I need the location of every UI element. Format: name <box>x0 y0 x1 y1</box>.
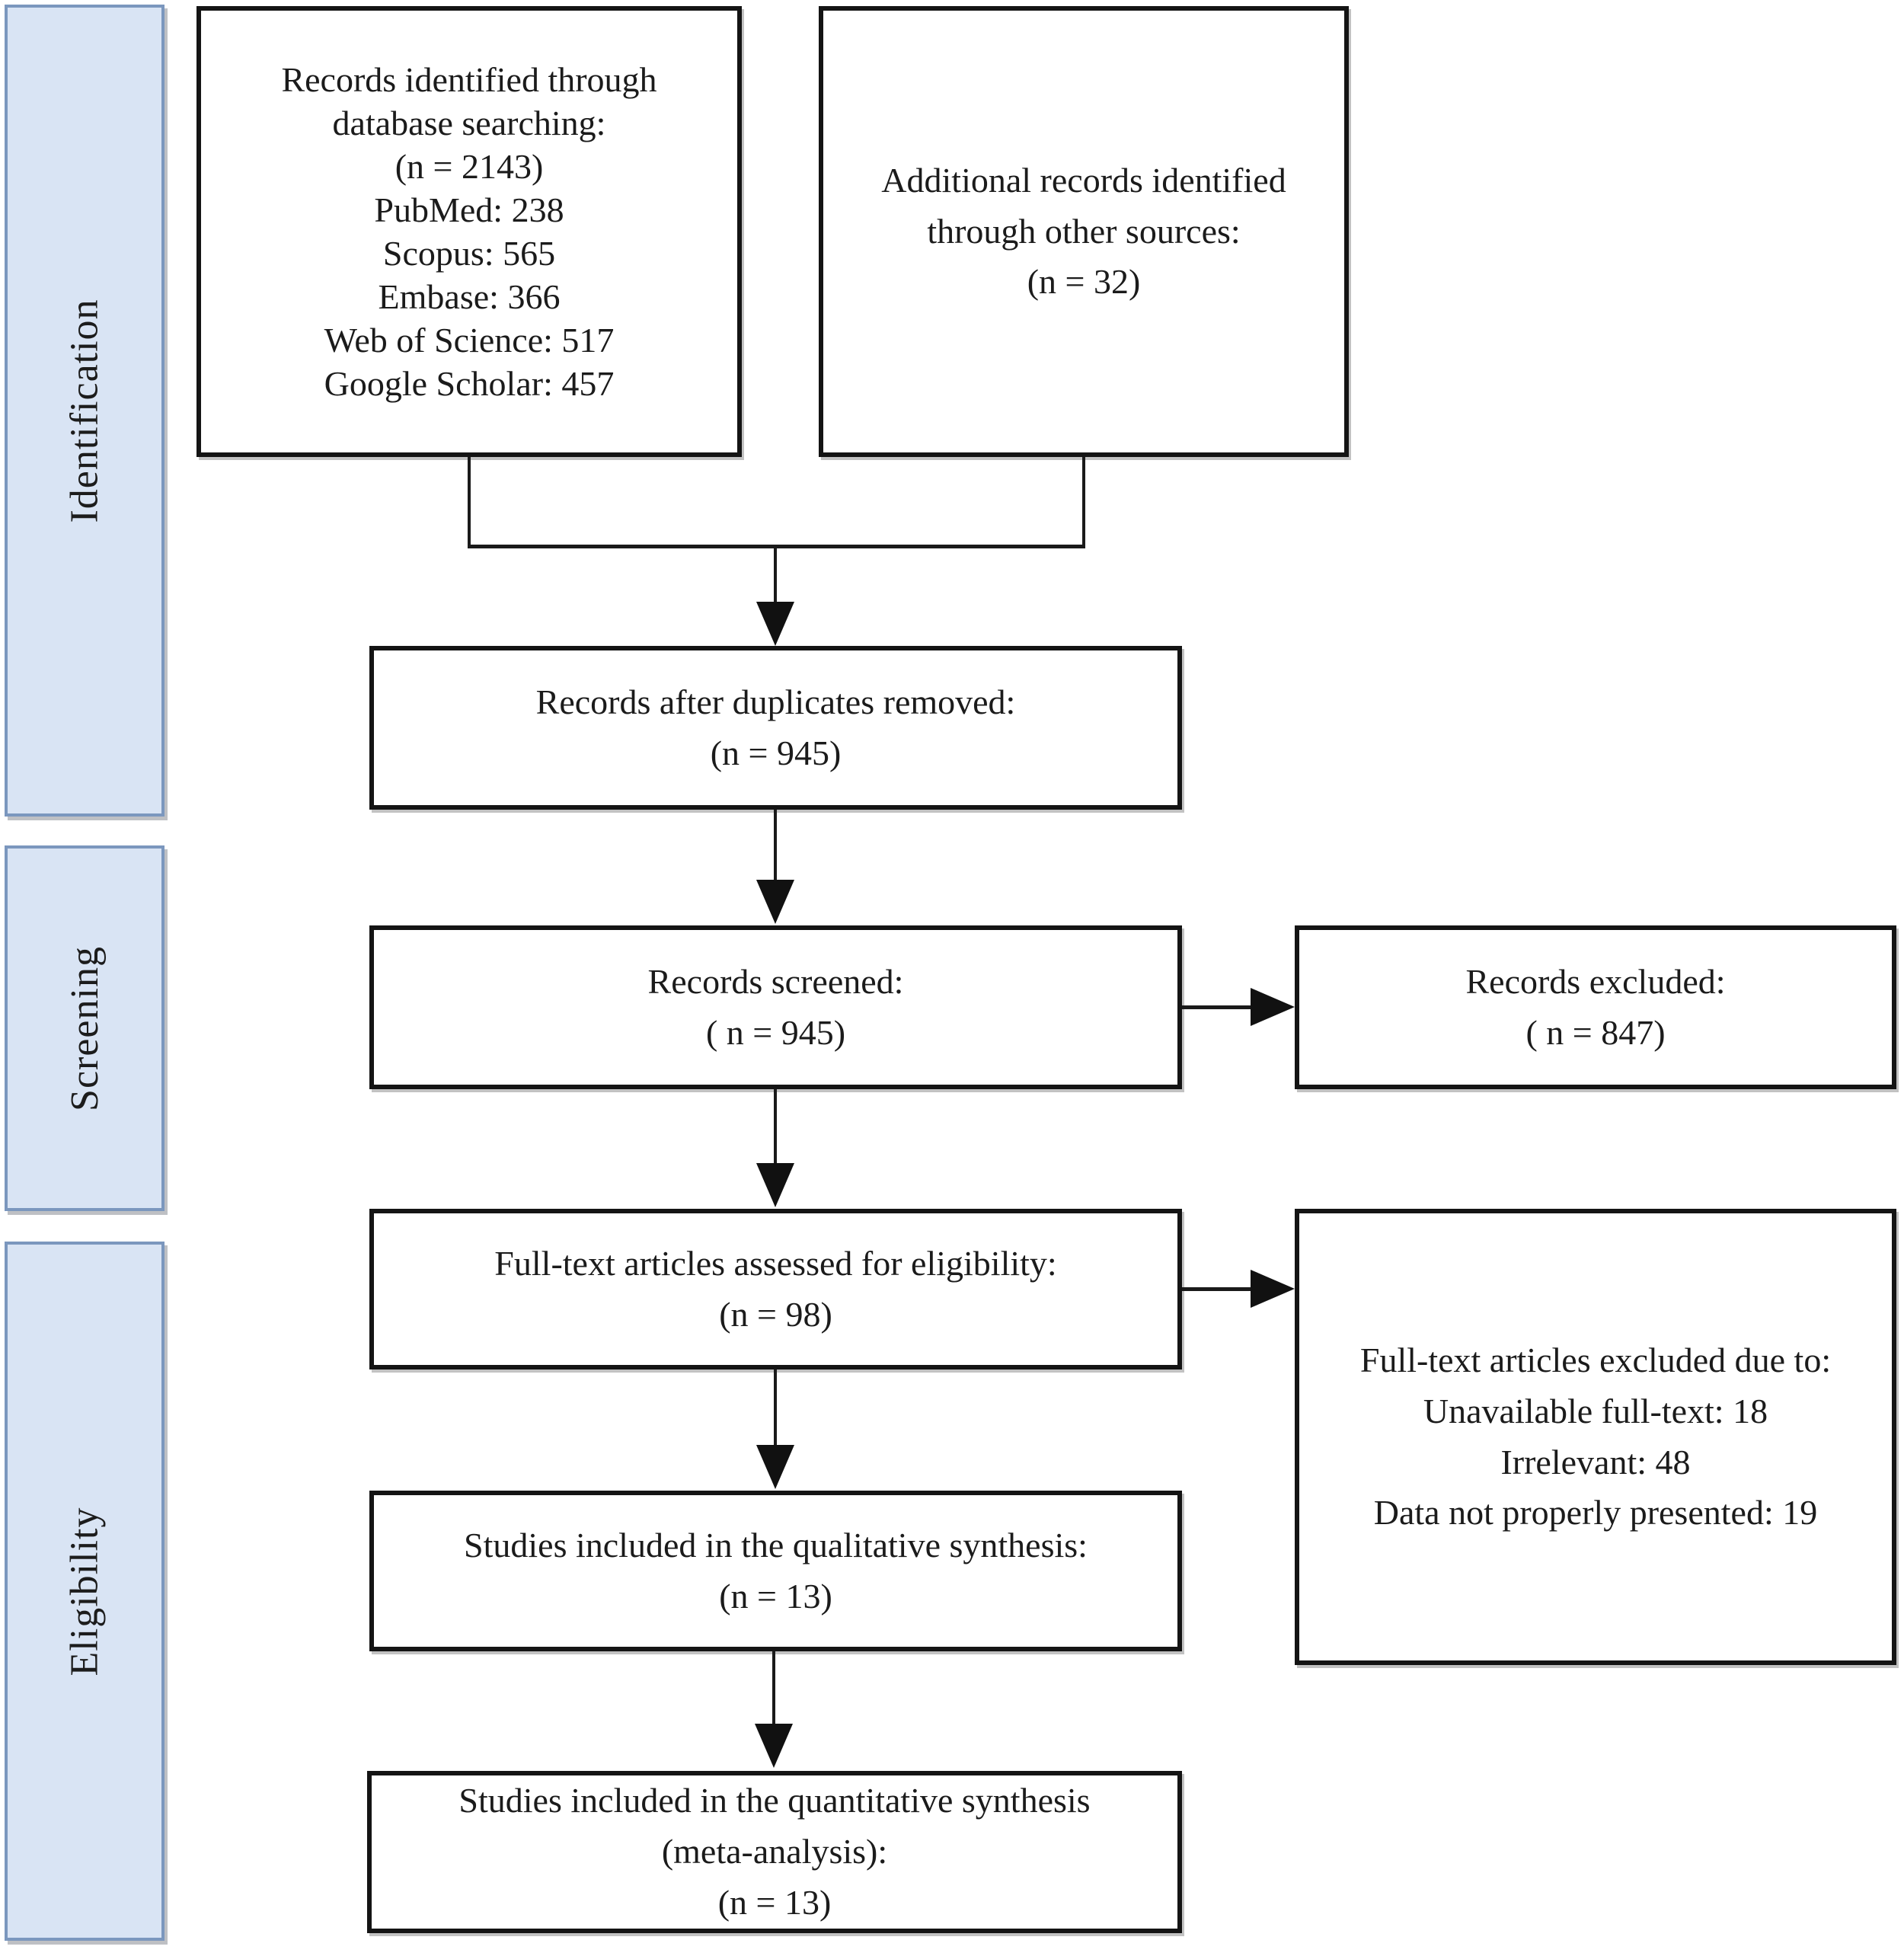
arrow-merge-to-deduplicated <box>774 545 777 606</box>
box-records-excluded: Records excluded: ( n = 847) <box>1295 925 1896 1089</box>
box-line: ( n = 945) <box>705 1012 846 1052</box>
connector-additional-drop <box>1082 457 1085 546</box>
arrow-qualitative-to-quantitative <box>772 1651 775 1727</box>
box-line: through other sources: <box>927 211 1241 251</box>
box-records-screened: Records screened: ( n = 945) <box>369 925 1182 1089</box>
arrow-screened-to-excluded <box>1182 1005 1254 1009</box>
arrow-fulltext-to-qualitative <box>774 1370 777 1449</box>
arrow-deduplicated-to-screened <box>774 810 777 884</box>
box-line: Records screened: <box>647 961 904 1001</box>
box-qualitative-synthesis: Studies included in the qualitative synt… <box>369 1491 1182 1651</box>
arrowhead-down-icon <box>756 1445 794 1489</box>
box-line: Google Scholar: 457 <box>324 364 615 404</box>
stage-identification-label: Identification <box>62 298 107 523</box>
box-line: Studies included in the qualitative synt… <box>464 1525 1088 1564</box>
box-line: Embase: 366 <box>378 277 561 317</box>
box-line: PubMed: 238 <box>374 190 564 229</box>
arrow-screened-to-fulltext <box>774 1089 777 1167</box>
box-line: Records after duplicates removed: <box>535 682 1016 721</box>
stage-eligibility-label: Eligibility <box>62 1507 107 1676</box>
box-additional-records: Additional records identified through ot… <box>819 6 1349 457</box>
box-line: (n = 945) <box>710 733 842 772</box>
box-line: (n = 2143) <box>395 146 544 186</box>
box-line: (meta-analysis): <box>661 1832 888 1871</box>
arrow-fulltext-to-excluded <box>1182 1287 1254 1291</box>
arrowhead-down-icon <box>756 880 794 924</box>
box-line: Full-text articles excluded due to: <box>1359 1341 1832 1380</box>
box-line: Unavailable full-text: 18 <box>1423 1391 1768 1430</box>
box-line: Full-text articles assessed for eligibil… <box>494 1243 1057 1283</box>
box-line: database searching: <box>332 103 606 142</box>
arrowhead-down-icon <box>756 602 794 646</box>
stage-eligibility: Eligibility <box>5 1242 165 1941</box>
stage-screening-label: Screening <box>62 945 107 1111</box>
box-line: Data not properly presented: 19 <box>1373 1493 1818 1533</box>
box-line: Studies included in the quantitative syn… <box>458 1781 1091 1820</box>
box-line: Additional records identified <box>881 160 1286 200</box>
connector-identified-drop <box>468 457 471 546</box>
stage-screening: Screening <box>5 845 165 1211</box>
box-duplicates-removed: Records after duplicates removed: (n = 9… <box>369 646 1182 810</box>
box-line: (n = 13) <box>719 1576 832 1616</box>
box-fulltext-assessed: Full-text articles assessed for eligibil… <box>369 1209 1182 1370</box>
arrowhead-down-icon <box>755 1724 793 1768</box>
arrowhead-right-icon <box>1251 1270 1295 1308</box>
box-line: Scopus: 565 <box>382 234 556 273</box>
box-fulltext-excluded: Full-text articles excluded due to: Unav… <box>1295 1209 1896 1665</box>
box-line: ( n = 847) <box>1525 1012 1666 1052</box>
box-line: (n = 13) <box>717 1882 832 1922</box>
stage-identification: Identification <box>5 5 165 817</box>
arrowhead-right-icon <box>1251 988 1295 1026</box>
arrowhead-down-icon <box>756 1163 794 1207</box>
box-line: Records identified through <box>281 59 657 99</box>
box-quantitative-synthesis: Studies included in the quantitative syn… <box>367 1771 1182 1933</box>
box-records-identified: Records identified through database sear… <box>196 6 742 457</box>
box-line: Web of Science: 517 <box>324 321 615 360</box>
box-line: (n = 98) <box>719 1294 832 1334</box>
box-line: Irrelevant: 48 <box>1500 1442 1691 1481</box>
box-line: (n = 32) <box>1027 262 1141 302</box>
box-line: Records excluded: <box>1465 961 1726 1001</box>
